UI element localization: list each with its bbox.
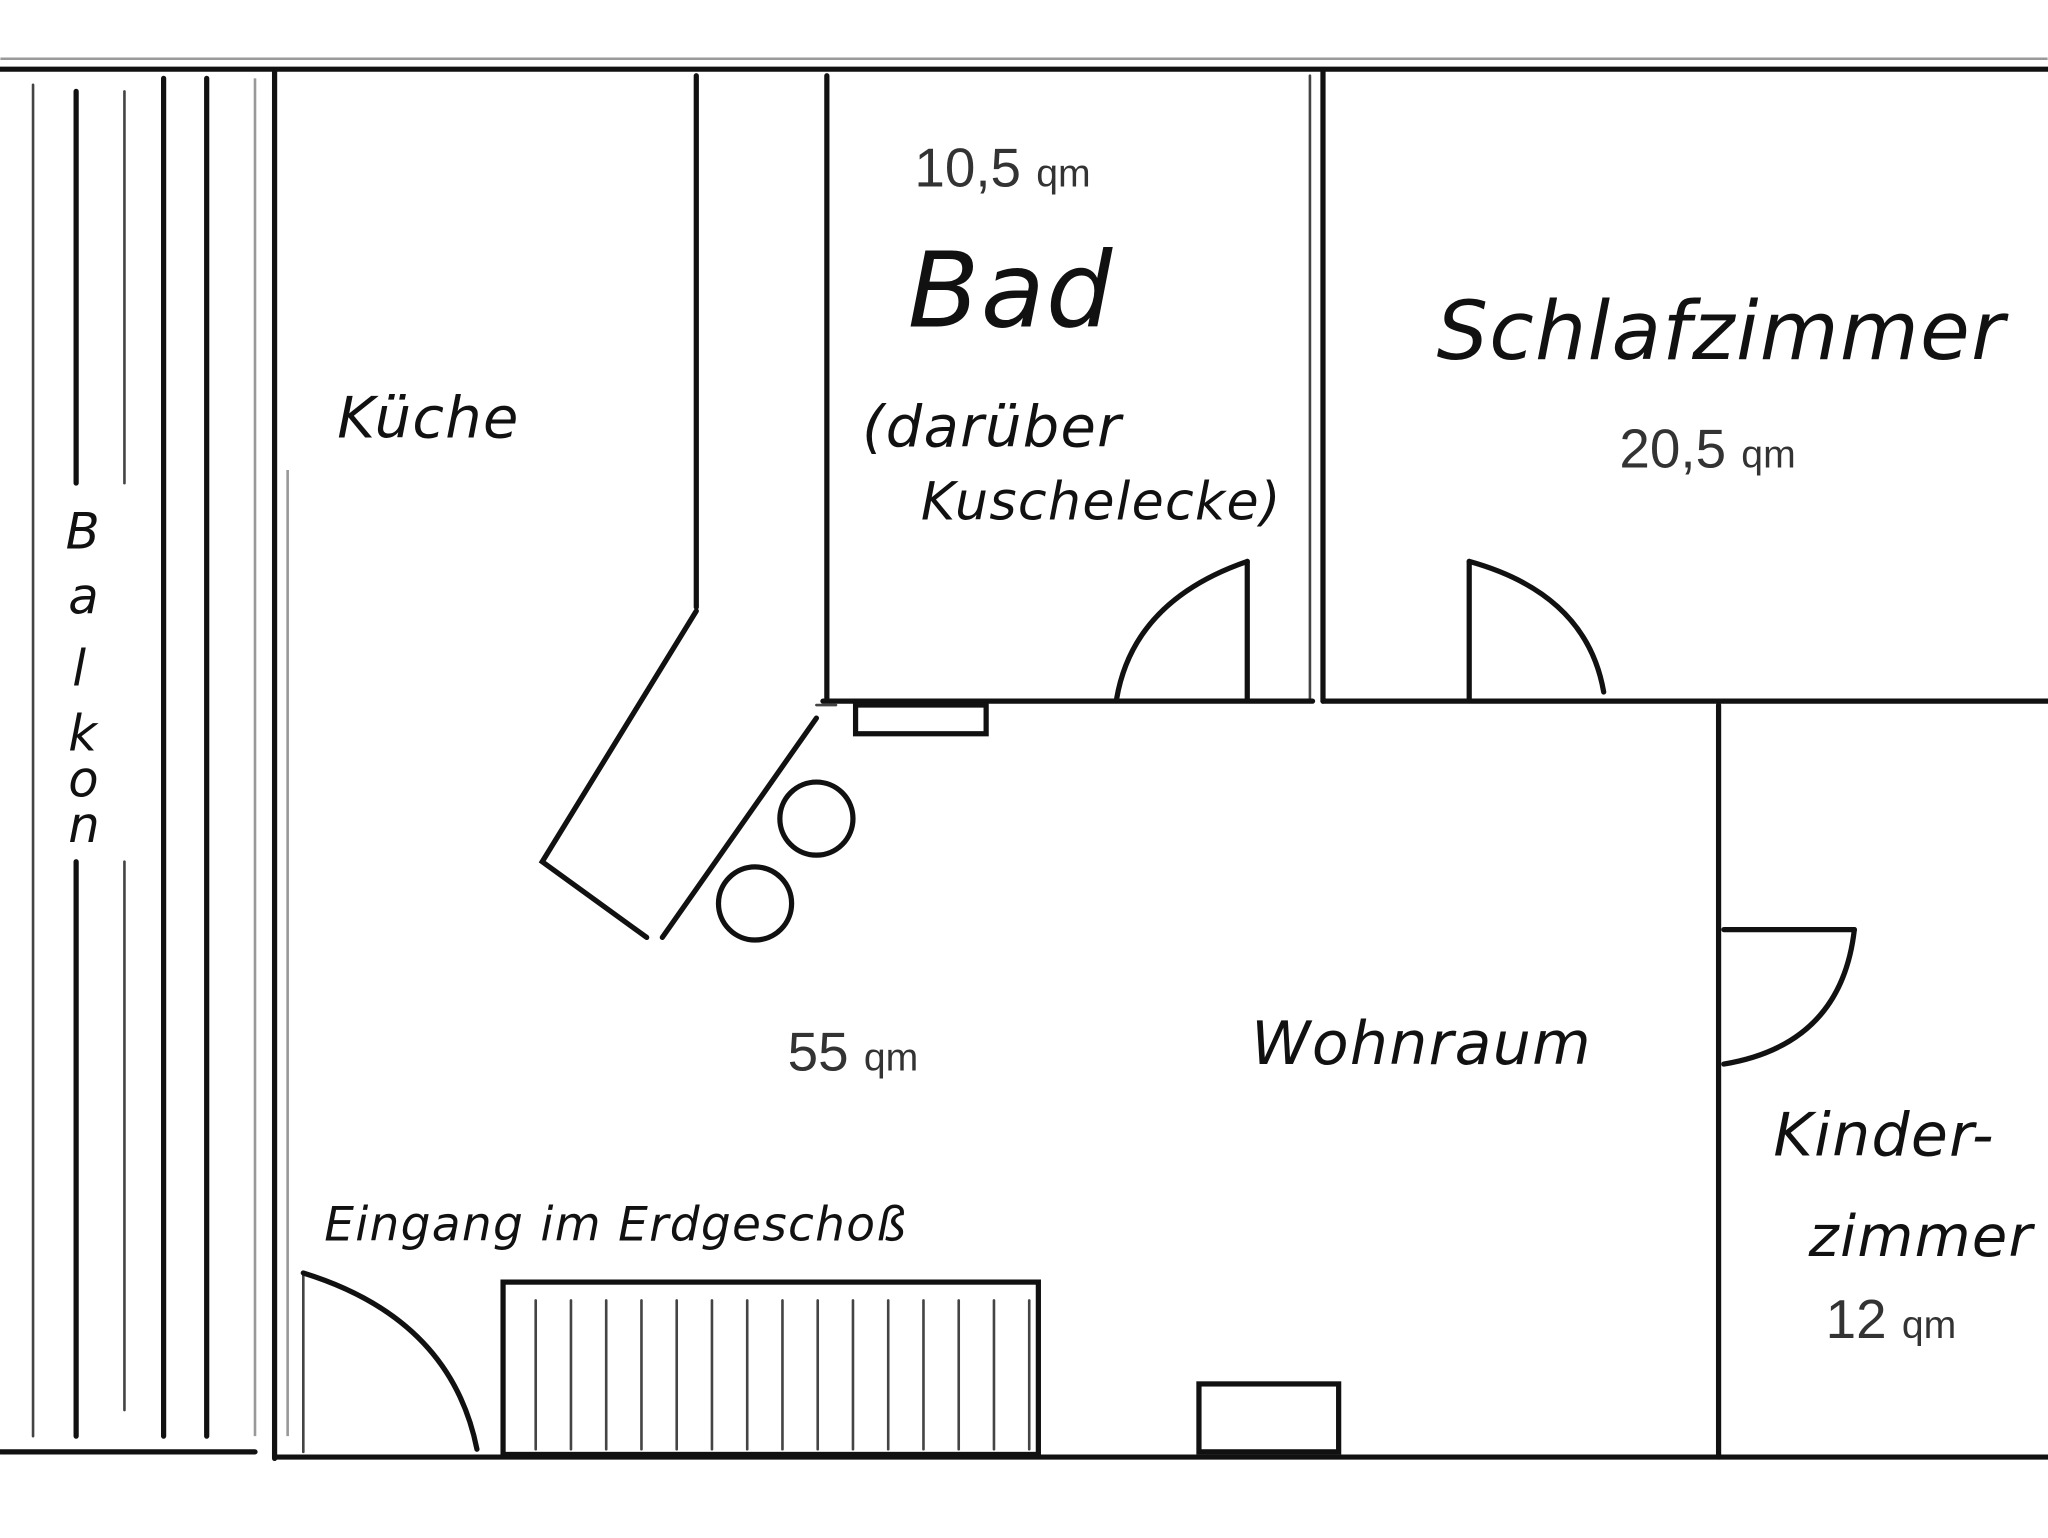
door-swing: [1114, 558, 1250, 702]
balkon-label: B a l k o n: [66, 502, 101, 854]
staircase: [500, 1279, 1041, 1458]
bad-note-line2: Kuschelecke): [921, 473, 1282, 533]
kitchen-counter: [538, 608, 699, 941]
wohnraum-label: Wohnraum: [1251, 1009, 1592, 1079]
bad-label: Bad: [908, 229, 1114, 351]
kinderzimmer-area: 12 qm: [1826, 1288, 1957, 1350]
svg-text:k: k: [68, 705, 99, 763]
kinderzimmer-label-line2: zimmer: [1808, 1203, 2036, 1270]
kinderzimmer-label-line1: Kinder-: [1773, 1100, 1994, 1170]
schlafzimmer-area: 20,5 qm: [1619, 417, 1795, 479]
svg-text:l: l: [72, 639, 87, 697]
door-swing: [1721, 926, 1857, 1067]
svg-text:B: B: [66, 502, 101, 560]
door-swing: [1466, 558, 1607, 695]
bar-stool: [715, 864, 795, 943]
schlafzimmer-label: Schlafzimmer: [1437, 285, 2010, 379]
cabinet: [852, 702, 989, 737]
bar-stool: [777, 779, 856, 858]
kueche-label: Küche: [337, 384, 519, 451]
eingang-label: Eingang im Erdgeschoß: [324, 1197, 907, 1252]
bad-note-line1: (darüber: [862, 394, 1124, 461]
cabinet: [1196, 1381, 1342, 1455]
bad-area: 10,5 qm: [914, 137, 1090, 199]
svg-text:n: n: [68, 796, 101, 854]
balcony-railing: [0, 75, 258, 1455]
svg-text:o: o: [68, 750, 100, 808]
svg-text:a: a: [68, 568, 100, 626]
door-swing: [300, 1270, 480, 1452]
wohnraum-area: 55 qm: [788, 1021, 919, 1083]
